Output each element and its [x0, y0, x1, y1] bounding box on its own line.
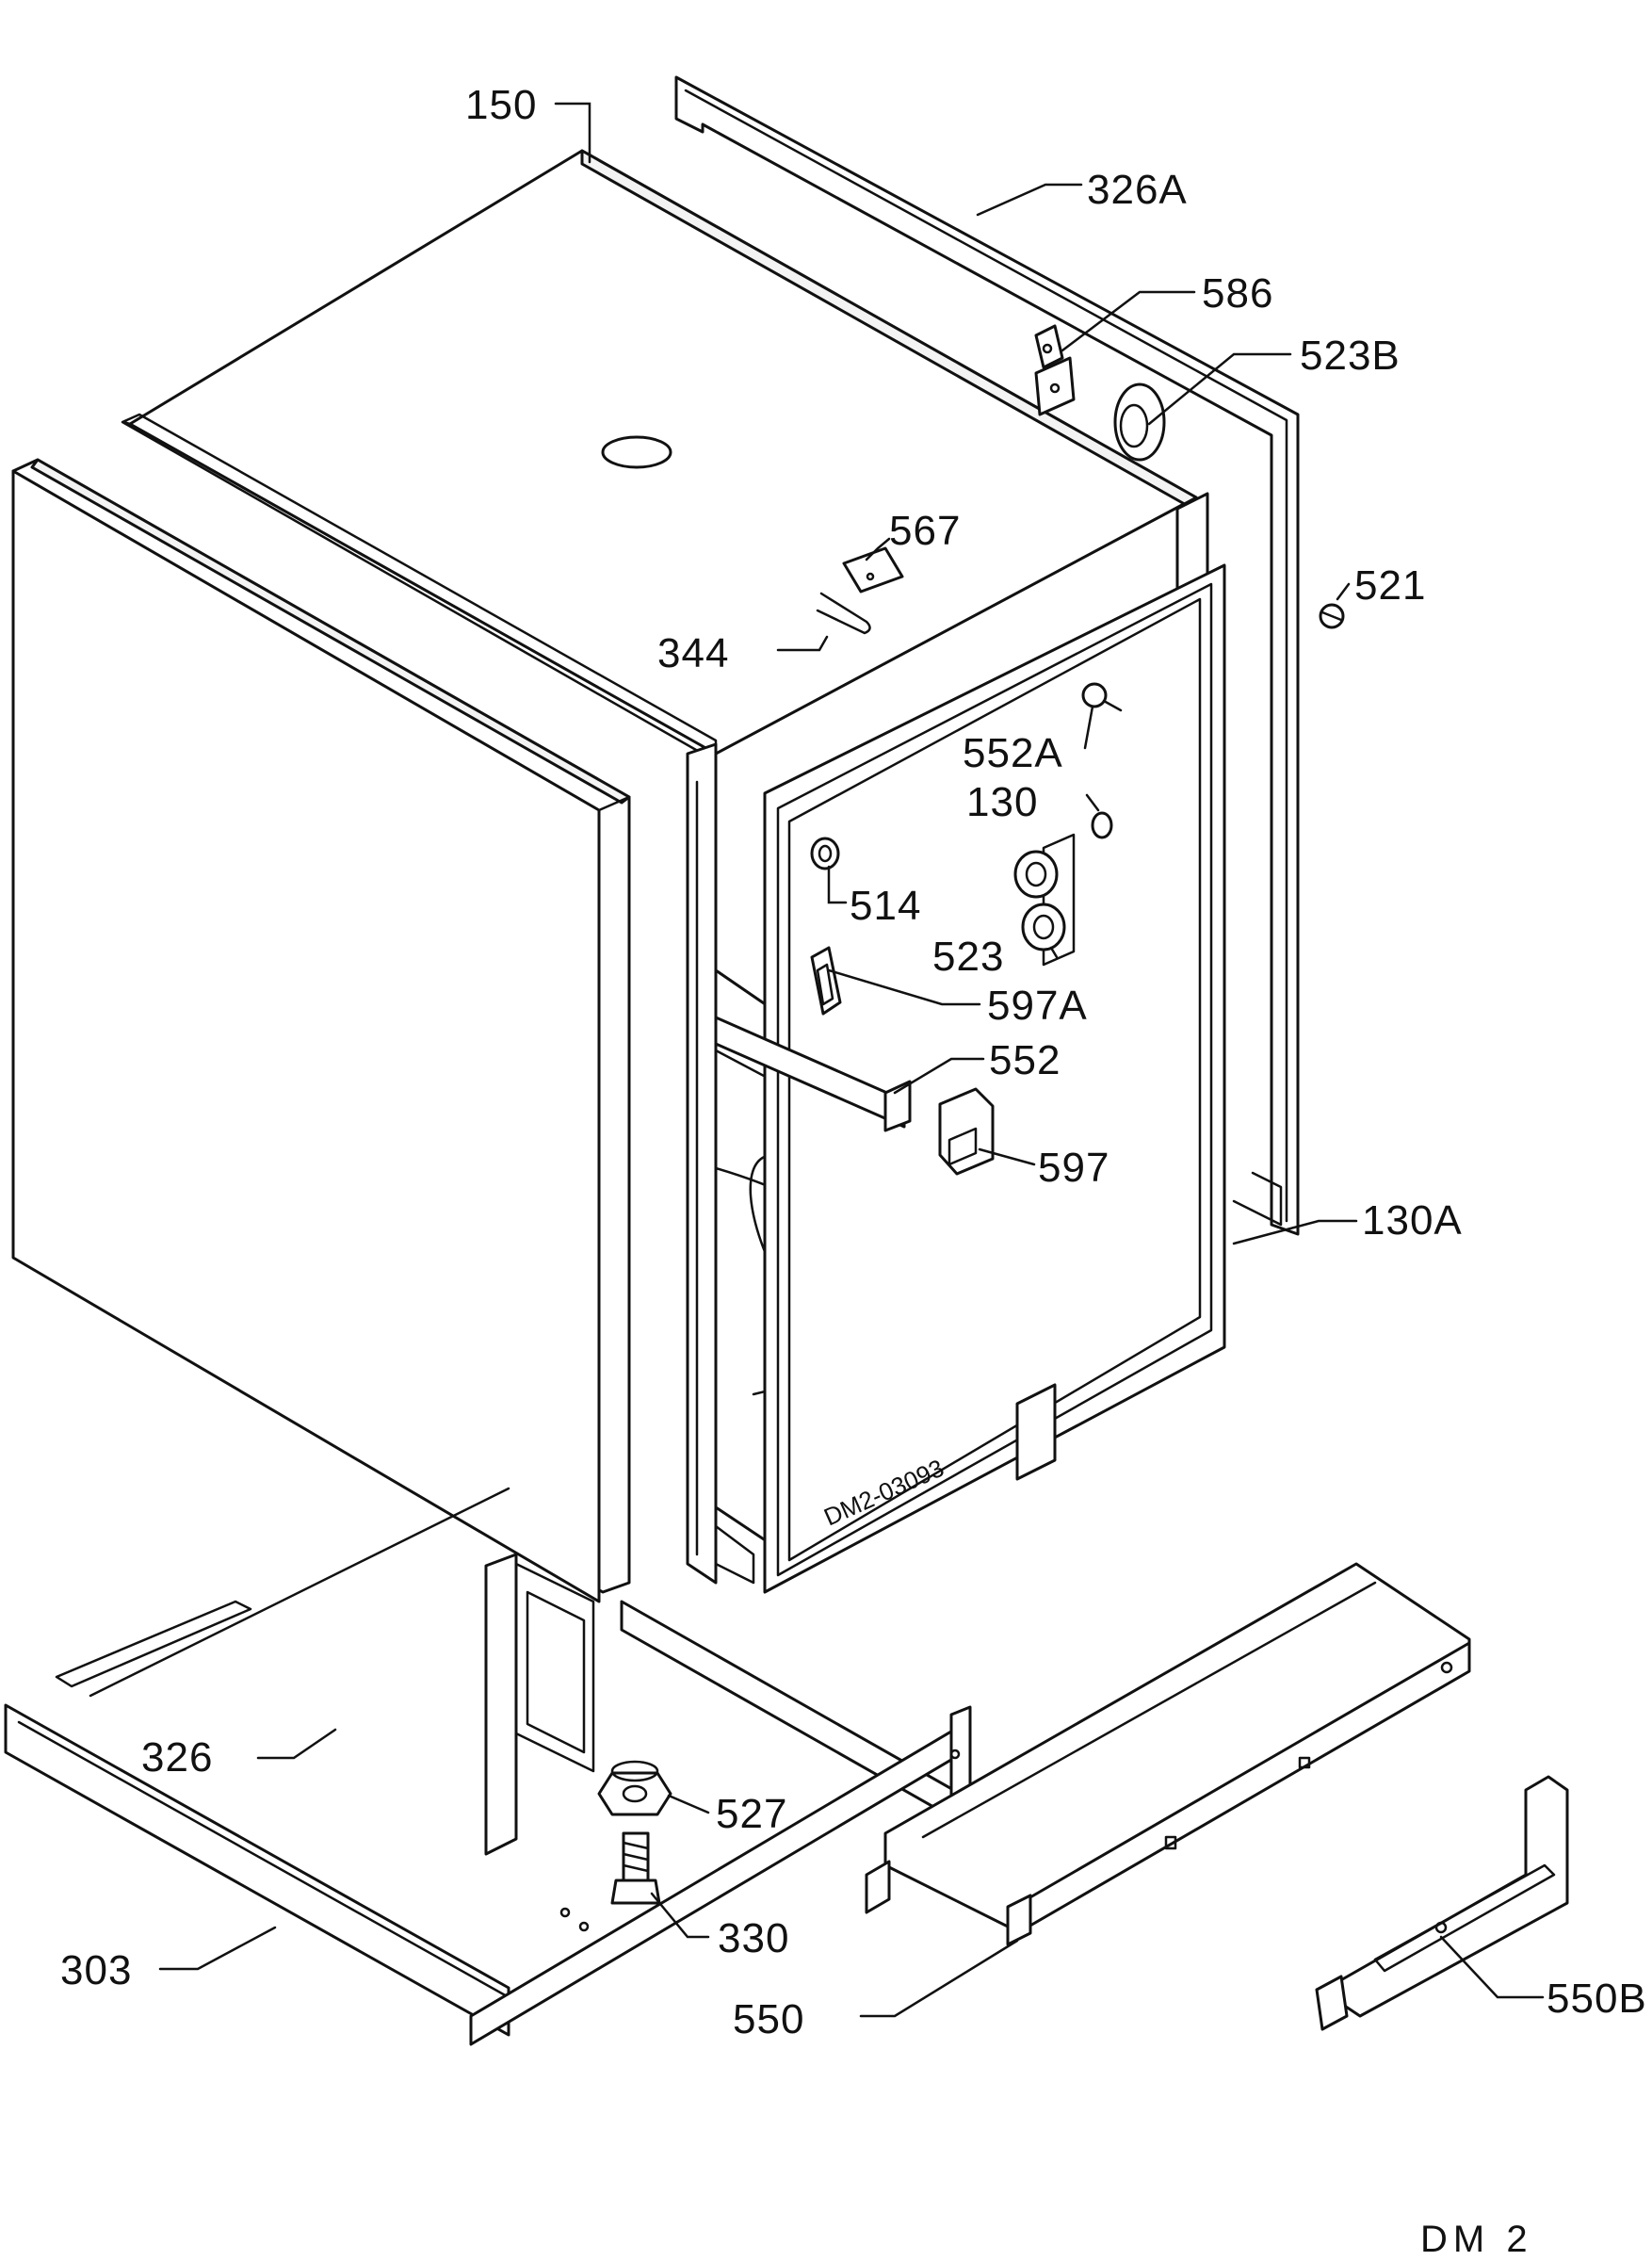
label-586: 586 [1202, 270, 1273, 317]
wire-344 [816, 592, 871, 635]
label-550: 550 [733, 1996, 804, 2042]
screw-521 [1319, 603, 1345, 629]
label-326a: 326A [1087, 167, 1188, 213]
label-527: 527 [716, 1791, 787, 1837]
kickplate-550 [865, 1562, 1471, 1946]
rail-552 [714, 1016, 912, 1132]
nut-527 [597, 1760, 672, 1816]
side-panel-326 [11, 458, 631, 1856]
hinge-523b [1113, 382, 1166, 462]
label-330: 330 [718, 1915, 789, 1961]
label-552a: 552A [963, 730, 1063, 776]
label-523b: 523B [1300, 333, 1401, 379]
label-550b: 550B [1547, 1976, 1647, 2022]
label-130: 130 [966, 779, 1038, 825]
washer-130 [1091, 811, 1113, 839]
label-597: 597 [1038, 1145, 1109, 1191]
label-130a: 130A [1362, 1197, 1463, 1244]
label-567: 567 [889, 508, 961, 554]
label-552: 552 [989, 1037, 1061, 1083]
back-panel-326a [674, 75, 1300, 1236]
label-344: 344 [657, 630, 729, 676]
plug-514 [810, 837, 840, 870]
plinth-frame-303 [4, 1487, 972, 2046]
label-597a: 597A [987, 983, 1088, 1029]
bracket-586 [1034, 324, 1076, 416]
leader-lines [158, 102, 1545, 2018]
label-150: 150 [465, 82, 537, 128]
guide-597a [810, 946, 842, 1016]
stopper-597 [938, 1087, 995, 1176]
part-labels: 150 326A 586 523B 567 344 521 552A 130 5… [60, 82, 1647, 2042]
label-523: 523 [932, 934, 1004, 980]
label-326: 326 [141, 1734, 213, 1781]
label-521: 521 [1354, 562, 1426, 609]
diagram-code: DM 2 [1420, 2219, 1533, 2260]
cabinet-body [686, 492, 1226, 1594]
rollers-523 [1013, 833, 1076, 967]
label-514: 514 [850, 883, 921, 929]
bracket-550b [1315, 1775, 1569, 2031]
label-303: 303 [60, 1947, 132, 1993]
foot-screw-330 [610, 1831, 661, 1905]
screw-552a [1081, 682, 1123, 712]
